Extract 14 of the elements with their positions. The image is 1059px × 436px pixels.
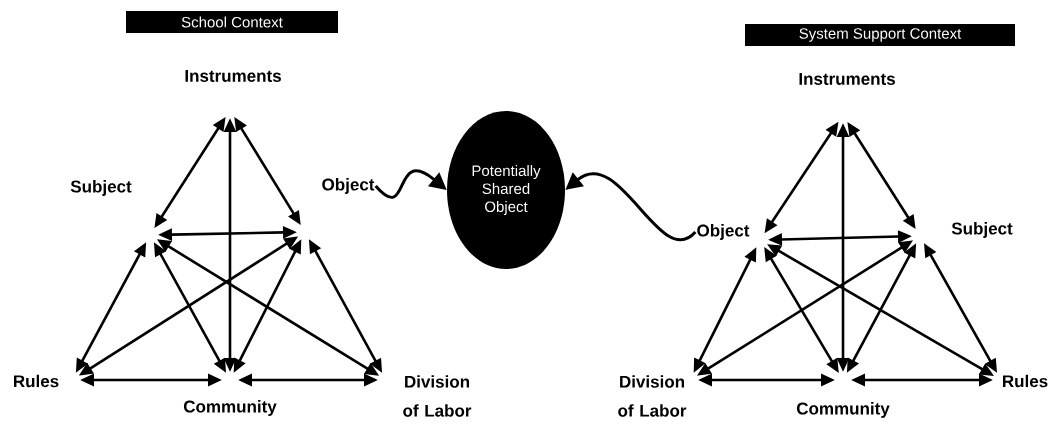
vertex-label: Rules bbox=[1003, 374, 1048, 388]
vertex-label: Rules bbox=[14, 374, 59, 388]
vertex-label: Community bbox=[183, 400, 277, 416]
vertex-label: Division of Labor bbox=[618, 375, 687, 417]
vertex-label: Community bbox=[796, 402, 890, 418]
vertex-label: Subject bbox=[70, 180, 132, 196]
vertex-label: Instruments bbox=[799, 73, 895, 85]
vertex-label: Division of Labor bbox=[403, 375, 472, 417]
context-title-band: System Support Context bbox=[745, 24, 1015, 46]
vertex-label: Object bbox=[697, 224, 750, 240]
vertex-label: Object bbox=[322, 178, 375, 194]
vertex-label: Subject bbox=[951, 222, 1013, 238]
vertex-label: Instruments bbox=[185, 70, 281, 82]
context-title-band: School Context bbox=[126, 11, 338, 33]
